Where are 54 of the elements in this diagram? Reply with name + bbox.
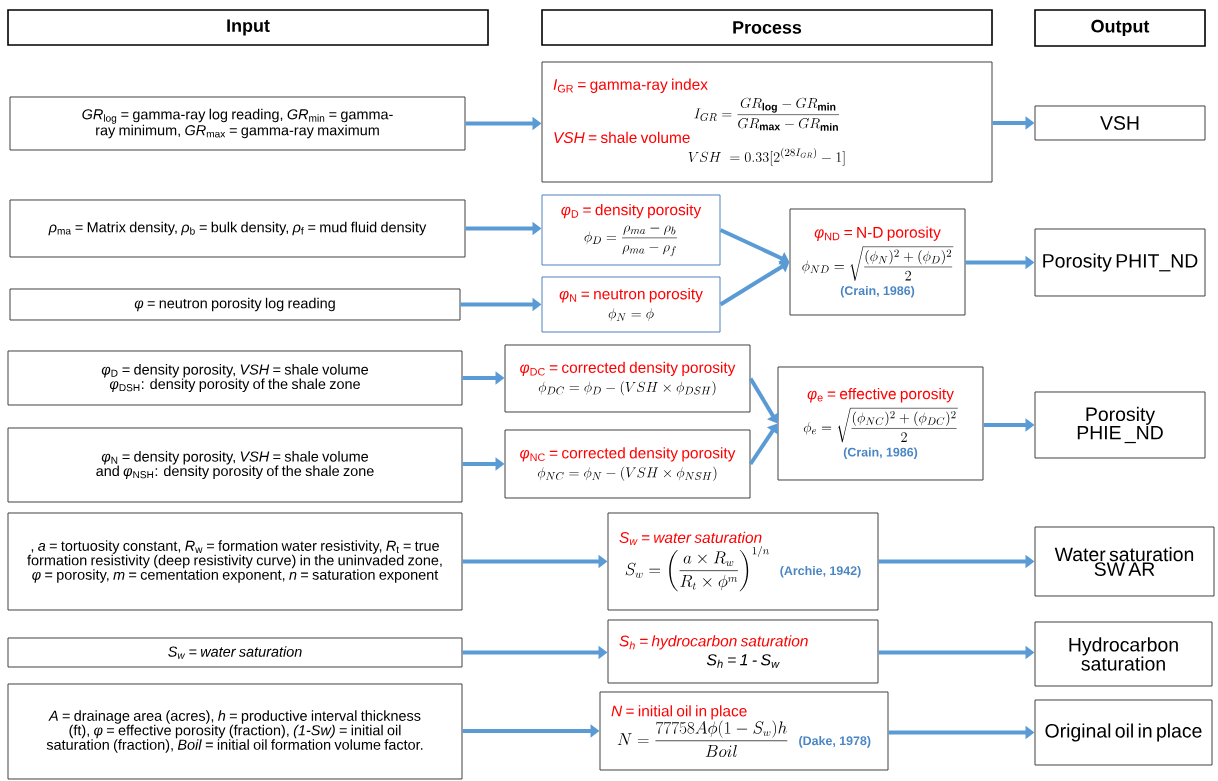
equation: $S_w = \left(\frac{a \times R_w}{R_t \times \phi^m}\right)^{1/n}$ [625, 546, 769, 592]
process-box [789, 208, 966, 316]
input-box: φ$_{N}$ = density porosity, VSH = shale volume and φ$_{NSH}$: density porosity of the shale zone [7, 427, 463, 503]
citation: (Crain, 1986) [843, 447, 918, 459]
input-box: φ$_{D}$ = density porosity, VSH = shale volume φ$_{DSH}$: density porosity of the shale zone [7, 350, 463, 406]
equation: $N = \frac{77758 A \phi (1 - S_w) h}{Boil}$ [617, 720, 788, 758]
equation: $\phi_{NC} = \phi_N - (VSH \times \phi_{NSH})$ [537, 466, 717, 481]
input-box: S$_{w}$ = water saturation [7, 637, 463, 668]
process-box [541, 194, 721, 266]
definition-label: S$_{w}$ = water saturation [619, 531, 762, 546]
equation: $I_{GR} = \frac{GR_{\mathbf{log}} - GR_{\mathbf{min}}}{GR_{\mathbf{max}} - GR_{\mathbf{min}}}$ [694, 97, 840, 131]
equation: $VSH \;= 0.33[2^{(28 I_{GR})} - 1]$ [688, 147, 845, 166]
citation: (Archie, 1942) [780, 565, 861, 578]
process-box [541, 61, 993, 183]
definition-label: φ$_{ND}$ = N-D porosity [814, 226, 941, 241]
citation: (Dake, 1978) [799, 736, 871, 748]
process-box [504, 429, 751, 499]
input-box: ρ$_{ma}$ = Matrix density, ρ$_{b}$ = bulk density, ρ$_{f}$ = mud fluid density [9, 199, 466, 258]
output-box: VSH [1034, 105, 1206, 141]
equation: $\phi_e = \sqrt{\frac{(\phi_{NC})^2 + (\phi_{DC})^2}{2}}$ [803, 407, 958, 443]
input-box: A = drainage area (acres), h = productive interval thickness (ft), φ = effective porosity (fraction), (1-Sw) = initial oil saturation (fraction), Boil = initial oil formation volume factor. [7, 683, 463, 780]
arrow [748, 423, 779, 466]
process-box [541, 276, 721, 333]
output-box: Water saturation SW AR [1034, 526, 1215, 597]
process-box [607, 619, 879, 684]
equation: S$_{h}$ = 1 - S$_{w}$ [706, 654, 780, 668]
equation: $\phi_D = \frac{\rho_{ma} - \rho_b}{\rho_{ma} - \rho_f}$ [584, 225, 677, 257]
output-box: Porosity PHIT_ND [1034, 228, 1206, 297]
definition-label: I$_{GR}$ = gamma-ray index [553, 78, 708, 93]
definition-label: φ$_{NC}$ = corrected density porosity [520, 447, 736, 462]
column-header: Output [1034, 9, 1206, 47]
definition-label: φ$_{N}$ = neutron porosity [559, 288, 703, 303]
definition-label: N = initial oil in place [611, 705, 747, 720]
process-box [607, 512, 879, 611]
citation: (Crain, 1986) [840, 285, 915, 298]
definition-label: S$_{h}$ = hydrocarbon saturation [619, 635, 808, 650]
equation: $\phi_N = \phi$ [608, 308, 654, 322]
input-box: GR$_{log}$ = gamma-ray log reading, GR$_{min}$ = gamma-ray minimum, GR$_{max}$ = gamma-ray maximum [9, 96, 466, 151]
process-box [777, 366, 984, 481]
definition-label: φ$_{DC}$ = corrected density porosity [520, 361, 736, 377]
input-box: φ = neutron porosity log reading [9, 288, 461, 321]
column-header: Input [7, 9, 489, 46]
column-header: Process [541, 9, 993, 46]
output-box: Hydrocarbon saturation [1034, 621, 1213, 687]
definition-label: φ$_{D}$ = density porosity [561, 203, 702, 219]
definition-label: VSH = shale volume [554, 131, 690, 144]
output-box: Porosity PHIE _ND [1034, 391, 1206, 459]
process-box [504, 344, 751, 413]
equation: $\phi_{ND} = \sqrt{\frac{(\phi_N)^2 + (\phi_D)^2}{2}}$ [802, 246, 954, 281]
definition-label: φ$_{e}$ = effective porosity [807, 388, 954, 403]
equation: $\phi_{DC} = \phi_D - (VSH \times \phi_{DSH})$ [538, 381, 716, 396]
input-box: , a = tortuosity constant, R$_{w}$ = formation water resistivity, R$_{t}$ = true formation resistivity (deep resistivity curve) in the uninvaded zone, φ = porosity, m = cementation exponent, n = saturation exponent [7, 512, 463, 611]
output-box: Original oil in place [1034, 699, 1213, 766]
process-box [599, 691, 889, 771]
